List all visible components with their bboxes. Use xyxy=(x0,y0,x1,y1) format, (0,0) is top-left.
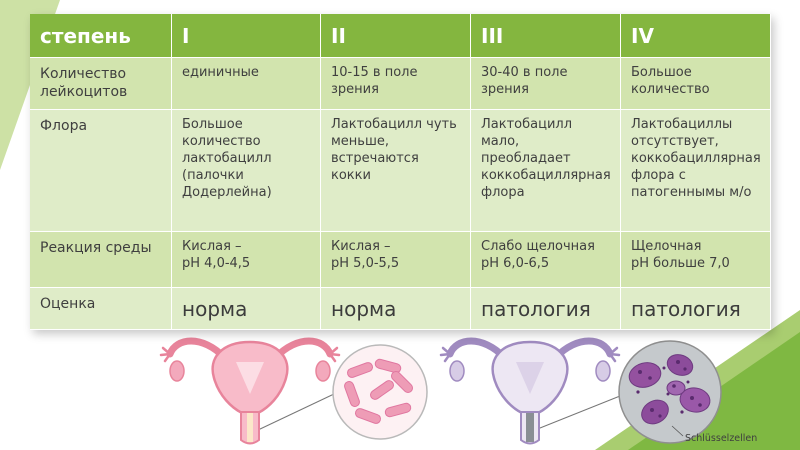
score-cell: норма xyxy=(321,288,471,330)
table-cell: Щелочная pH больше 7,0 xyxy=(621,232,771,288)
degrees-table: степень I II III IV Количество лейкоцито… xyxy=(30,14,771,330)
header-cell-2: II xyxy=(321,14,471,58)
header-cell-3: III xyxy=(471,14,621,58)
row-label-score: Оценка xyxy=(30,288,172,330)
row-label-flora: Флора xyxy=(30,110,172,232)
clue-cells-label: Schlüsselzellen xyxy=(685,433,757,444)
anatomy-figures: Schlüsselzellen xyxy=(159,337,757,445)
lactobacilli-magnifier xyxy=(332,344,428,440)
magnifier-connector-line xyxy=(257,393,335,431)
score-cell: патология xyxy=(621,288,771,330)
table-cell: Кислая – pH 5,0-5,5 xyxy=(321,232,471,288)
magnifier-connector-line xyxy=(534,395,621,431)
table-cell: 10-15 в поле зрения xyxy=(321,58,471,110)
row-label-ph: Реакция среды xyxy=(30,232,172,288)
table-cell: 30-40 в поле зрения xyxy=(471,58,621,110)
table-cell: Слабо щелочная pH 6,0-6,5 xyxy=(471,232,621,288)
uterus-normal-figure xyxy=(159,337,341,445)
ovary-icon xyxy=(449,360,465,382)
table-cell: Большое количество xyxy=(621,58,771,110)
header-cell-4: IV xyxy=(621,14,771,58)
label-leader-line xyxy=(671,425,684,437)
header-cell-degree: степень xyxy=(30,14,172,58)
ovary-icon xyxy=(595,360,611,382)
table-cell: единичные xyxy=(172,58,321,110)
table-cell: Лактобациллы отсутствует, коккобациллярн… xyxy=(621,110,771,232)
ovary-icon xyxy=(169,360,185,382)
table-cell: Большое количество лактобацилл (палочки … xyxy=(172,110,321,232)
table-cell: Лактобацилл чуть меньше, встречаются кок… xyxy=(321,110,471,232)
score-cell: норма xyxy=(172,288,321,330)
header-cell-1: I xyxy=(172,14,321,58)
clue-cells-magnifier: Schlüsselzellen xyxy=(618,340,757,444)
row-label-leukocytes: Количество лейкоцитов xyxy=(30,58,172,110)
table-cell: Лактобацилл мало, преобладает коккобацил… xyxy=(471,110,621,232)
table-cell: Кислая – pH 4,0-4,5 xyxy=(172,232,321,288)
uterus-pathology-figure xyxy=(439,337,621,445)
score-cell: патология xyxy=(471,288,621,330)
ovary-icon xyxy=(315,360,331,382)
